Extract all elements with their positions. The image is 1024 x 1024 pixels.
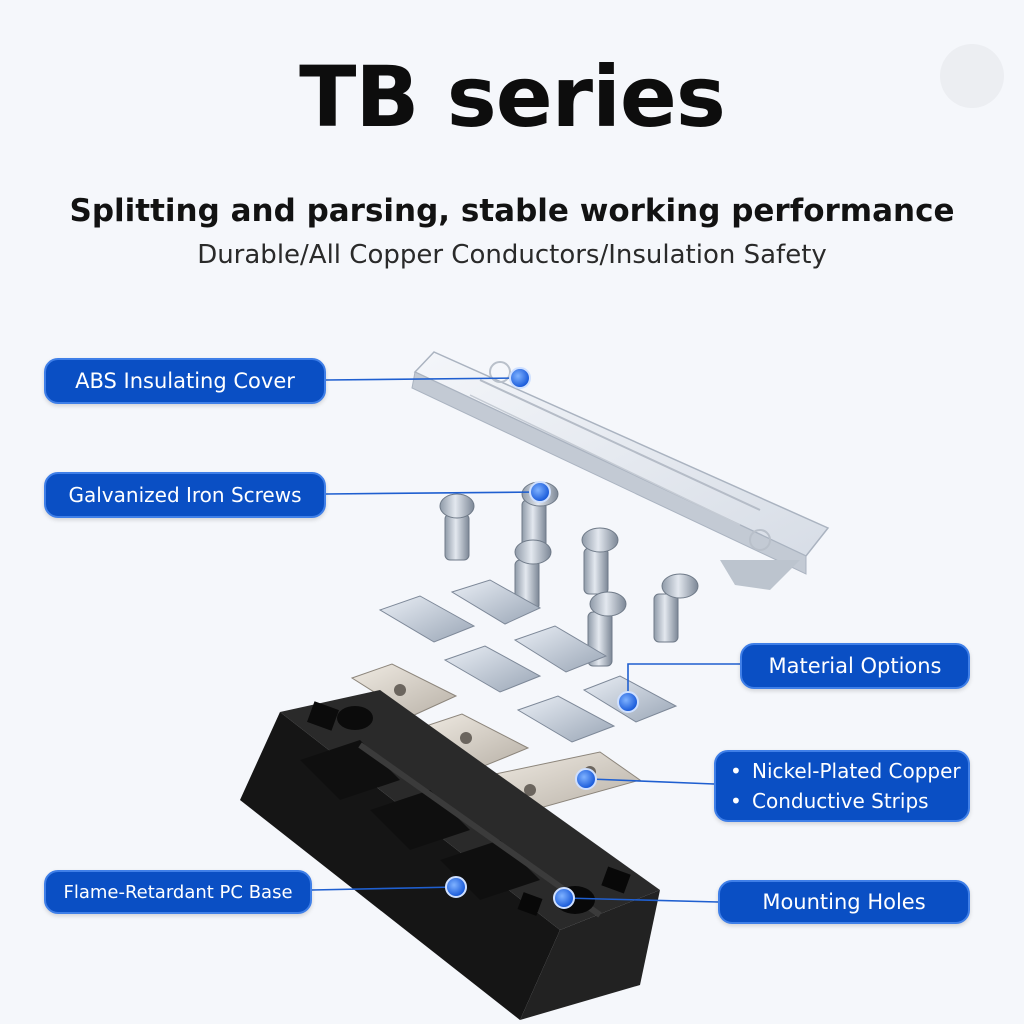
marker-material	[617, 691, 639, 713]
marker-holes	[553, 887, 575, 909]
label-galvanized-iron-screws: Galvanized Iron Screws	[44, 472, 326, 518]
leader-lines	[311, 377, 740, 903]
label-abs-insulating-cover: ABS Insulating Cover	[44, 358, 326, 404]
abs-cover-graphic	[411, 351, 830, 590]
label-nickel-plated-copper-strips: • Nickel-Plated Copper • Conductive Stri…	[714, 750, 970, 822]
marker-base	[445, 876, 467, 898]
markers	[445, 367, 639, 909]
marker-cover	[509, 367, 531, 389]
page-title: TB series	[299, 48, 726, 146]
clamp-plates-graphic	[378, 579, 678, 743]
screws-graphic	[439, 481, 699, 667]
label-line-1: • Nickel-Plated Copper	[730, 756, 961, 786]
bullet: •	[730, 789, 742, 813]
marker-screws	[529, 481, 551, 503]
decorative-circle	[940, 44, 1004, 108]
label-strip-line-1: Nickel-Plated Copper	[752, 759, 961, 783]
label-flame-retardant-pc-base: Flame-Retardant PC Base	[44, 870, 312, 914]
headline: Splitting and parsing, stable working pe…	[69, 193, 955, 229]
subline: Durable/All Copper Conductors/Insulation…	[197, 240, 827, 270]
label-mounting-holes: Mounting Holes	[718, 880, 970, 924]
pc-base-graphic	[240, 690, 660, 1020]
label-line-2: • Conductive Strips	[730, 786, 929, 816]
bullet: •	[730, 759, 742, 783]
label-material-options: Material Options	[740, 643, 970, 689]
label-strip-line-2: Conductive Strips	[752, 789, 929, 813]
marker-strips	[575, 768, 597, 790]
